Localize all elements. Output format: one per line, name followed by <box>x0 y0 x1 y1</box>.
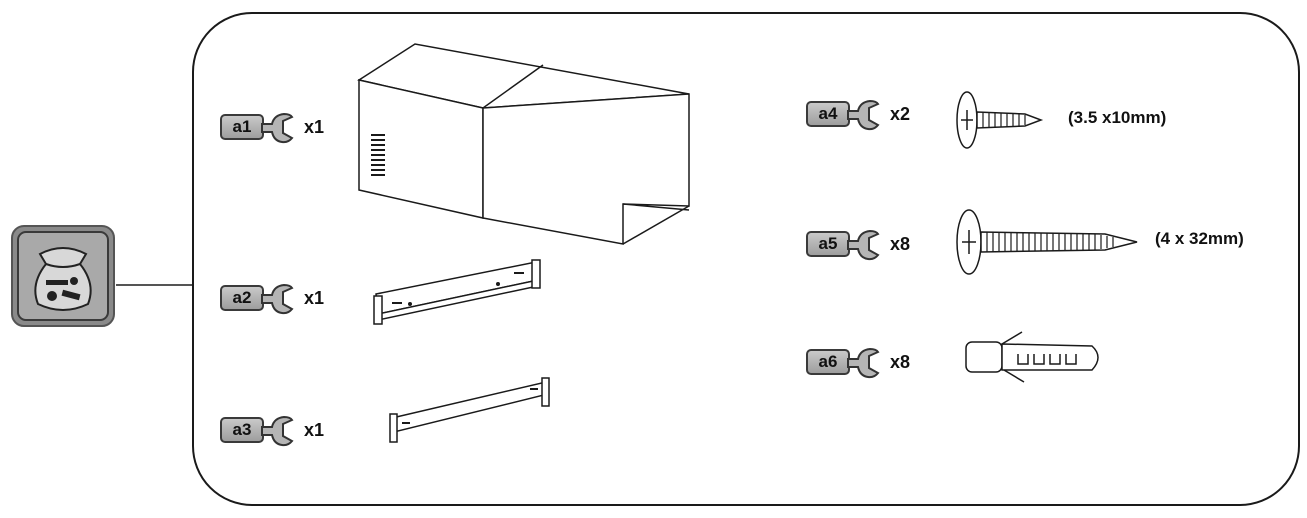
part-id-badge: a3 <box>220 417 264 443</box>
wrench-icon <box>847 229 880 261</box>
part-id-badge: a5 <box>806 231 850 257</box>
part-id-badge: a6 <box>806 349 850 375</box>
part-id-badge: a4 <box>806 101 850 127</box>
wall-plug-a6 <box>965 331 1099 383</box>
cover-box-illustration <box>357 43 690 245</box>
short-screw-a4 <box>956 91 1044 149</box>
dimension-label-a4: (3.5 x10mm) <box>1068 108 1167 127</box>
dimension-label-a5: (4 x 32mm) <box>1155 229 1244 248</box>
wrench-icon <box>261 415 294 447</box>
mounting-bracket-a3 <box>389 377 550 443</box>
wrench-icon <box>847 347 880 379</box>
connector-line <box>116 284 194 286</box>
part-quantity: x1 <box>304 288 325 308</box>
long-screw-a5 <box>956 209 1138 275</box>
wrench-icon <box>261 112 294 144</box>
hardware-bag-icon <box>10 224 116 328</box>
wrench-icon <box>261 283 294 315</box>
parts-frame <box>192 12 1300 506</box>
part-id-badge: a1 <box>220 114 264 140</box>
part-id-badge: a2 <box>220 285 264 311</box>
part-quantity: x1 <box>304 117 325 137</box>
mounting-bracket-a2 <box>373 259 541 325</box>
part-quantity: x2 <box>890 104 911 124</box>
part-quantity: x1 <box>304 420 325 440</box>
wrench-icon <box>847 99 880 131</box>
part-quantity: x8 <box>890 352 911 372</box>
part-quantity: x8 <box>890 234 911 254</box>
